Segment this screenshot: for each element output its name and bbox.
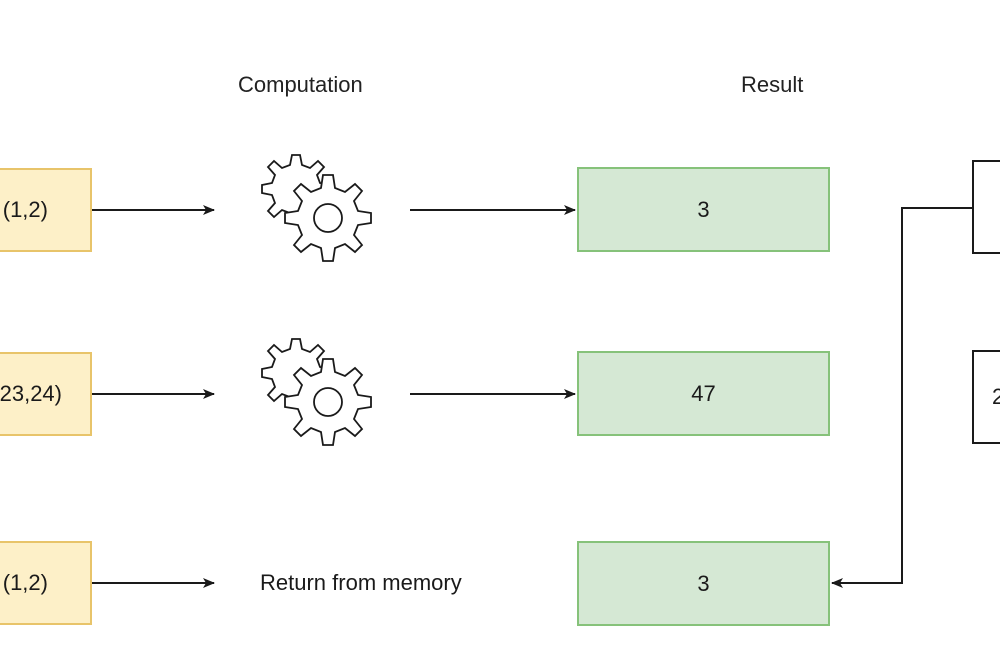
return-from-memory-label: Return from memory xyxy=(260,570,462,595)
input-label-row-1: (1,2) xyxy=(2,197,48,222)
gears-icon xyxy=(261,338,372,446)
gears-icon xyxy=(261,154,372,262)
result-box-row-3: 3 xyxy=(577,541,830,626)
cache-entry-1 xyxy=(972,160,1000,254)
computation-header: Computation xyxy=(238,72,363,97)
input-box-row-1: (1,2) xyxy=(0,168,92,252)
result-value-row-2: 47 xyxy=(691,380,716,406)
cache-entry-2: 2 xyxy=(972,350,1000,444)
input-box-row-3: (1,2) xyxy=(0,541,92,625)
result-value-row-1: 3 xyxy=(697,196,710,222)
input-box-row-2: 23,24) xyxy=(0,352,92,436)
result-box-row-1: 3 xyxy=(577,167,830,252)
result-box-row-2: 47 xyxy=(577,351,830,436)
arrow-cache-to-result-row-3 xyxy=(831,207,972,588)
input-label-row-3: (1,2) xyxy=(2,570,48,595)
cache-entry-2-label: 2 xyxy=(992,384,1000,409)
input-label-row-2: 23,24) xyxy=(0,381,62,406)
result-header: Result xyxy=(741,72,804,97)
result-value-row-3: 3 xyxy=(697,570,710,596)
